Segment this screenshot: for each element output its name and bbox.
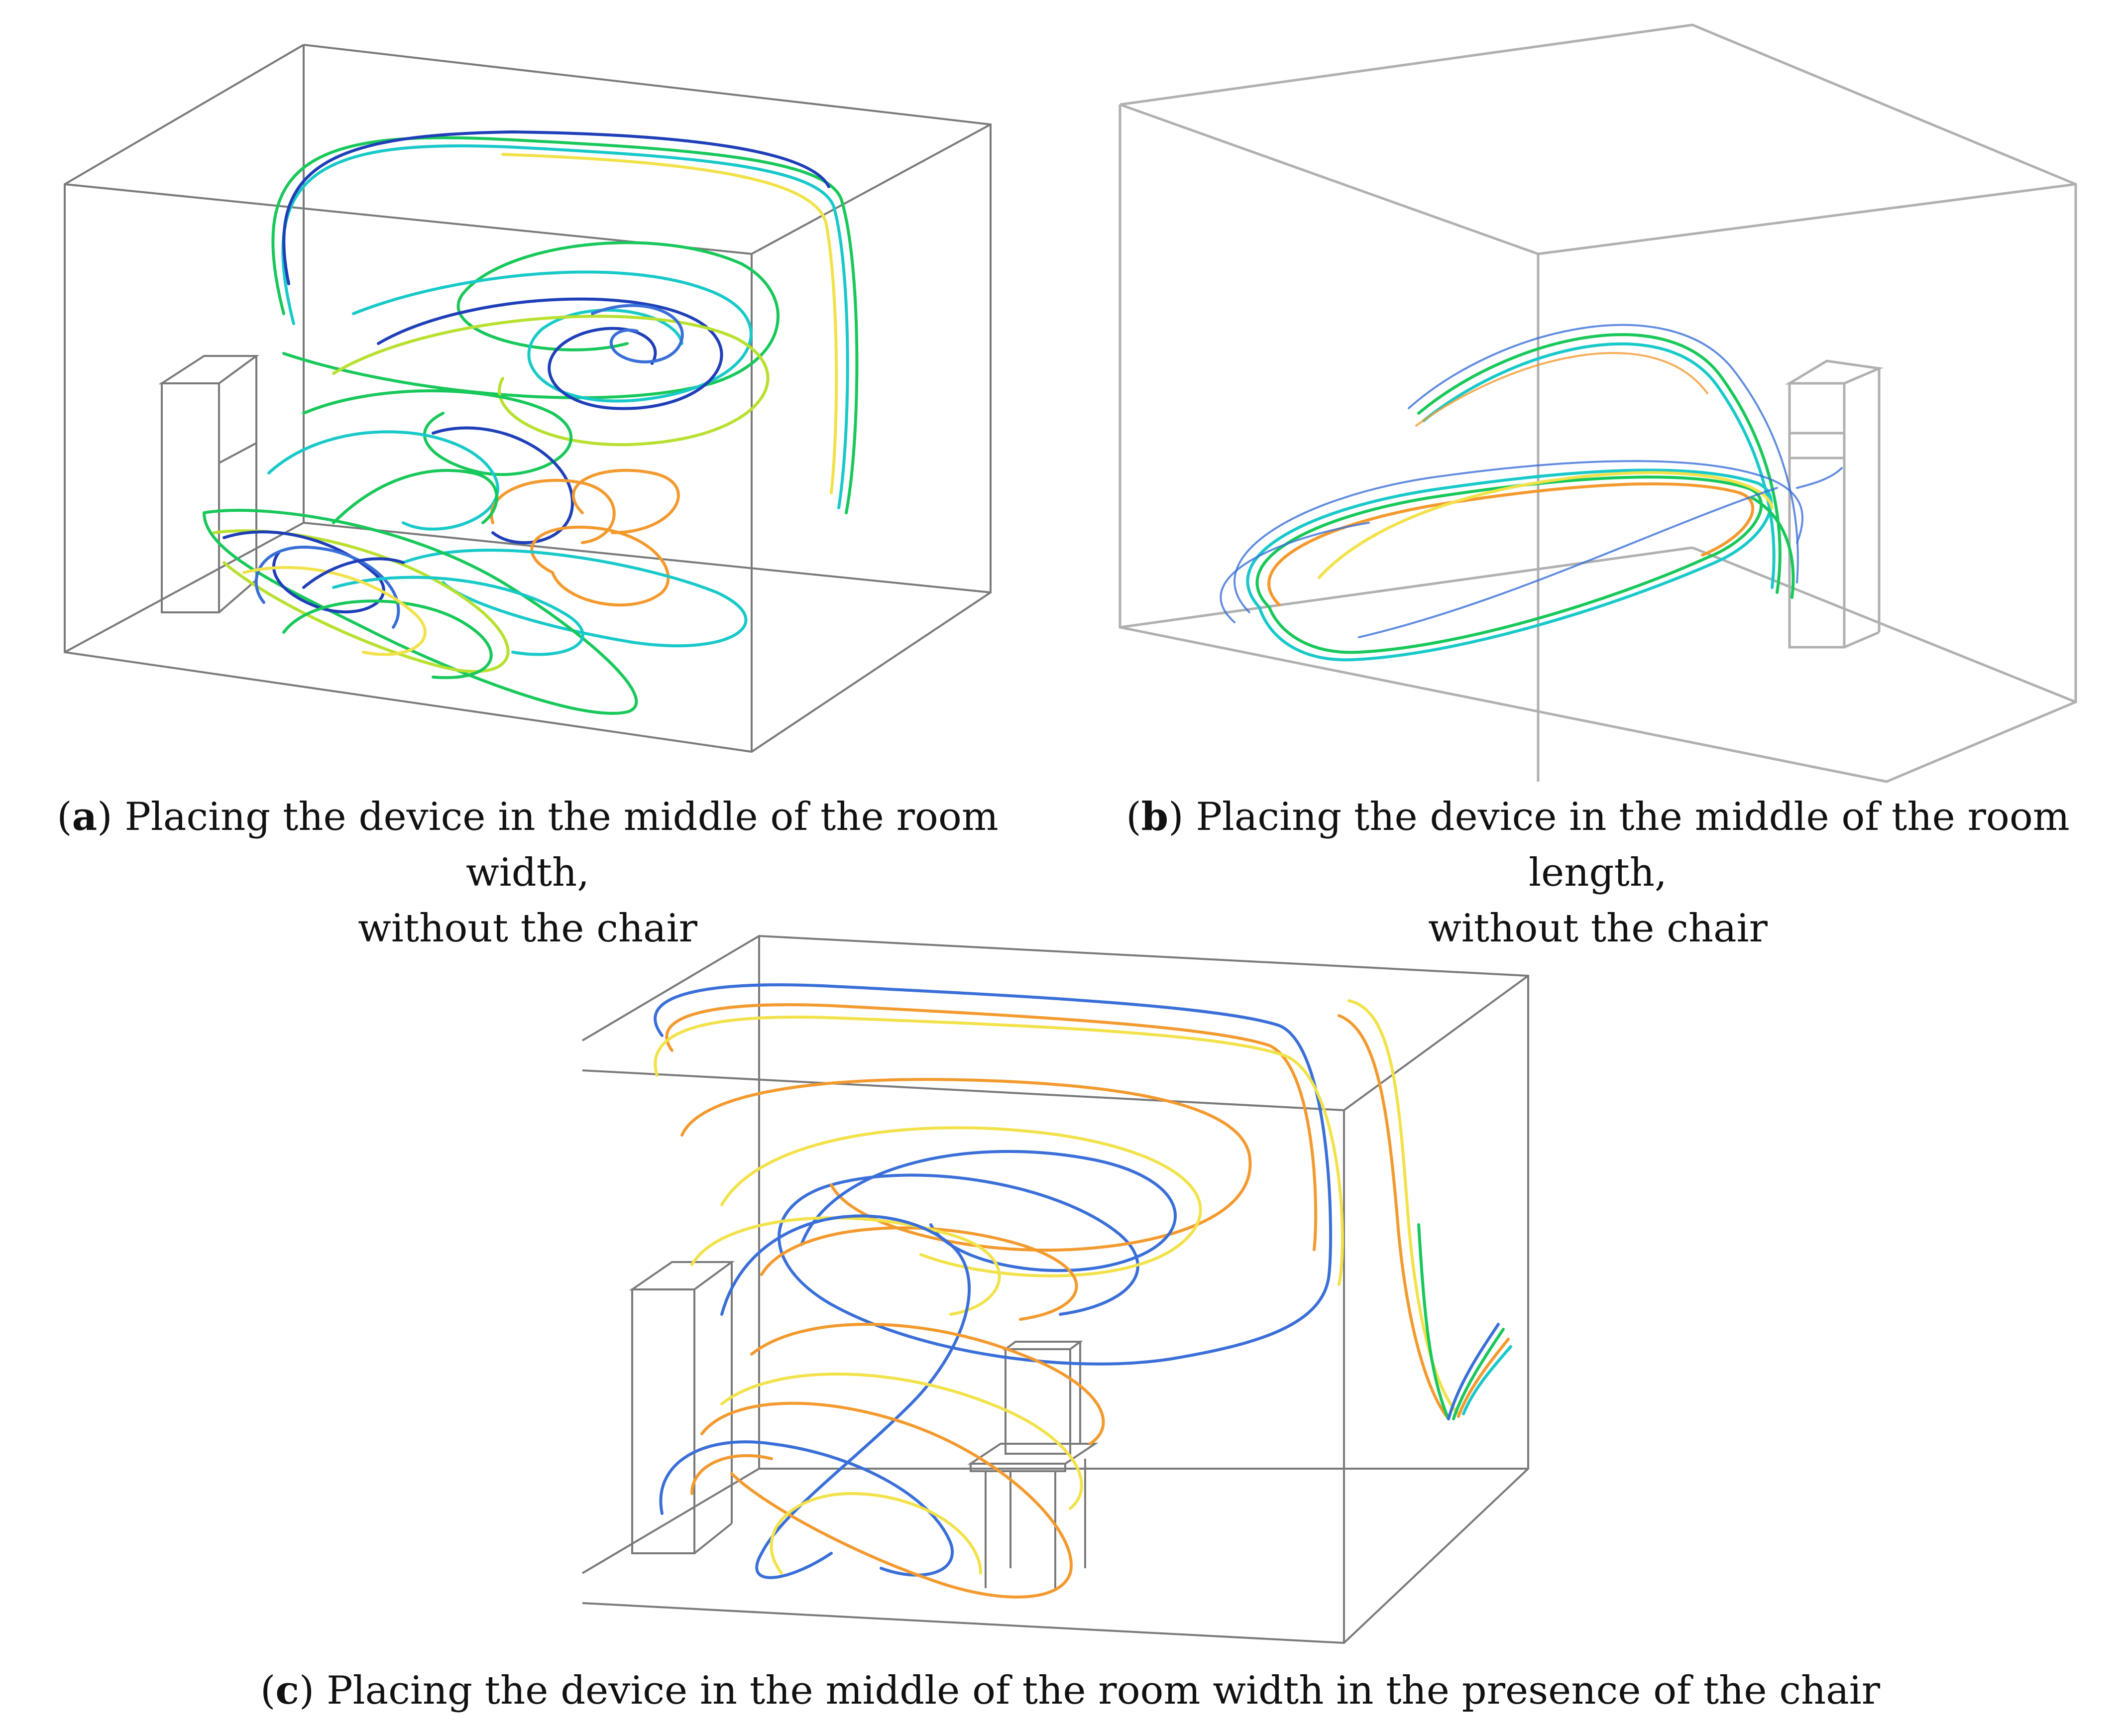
caption-b-line2: without the chair [1428,906,1768,951]
caption-c: (c) Placing the device in the middle of … [260,1668,1881,1713]
caption-b: (b) Placing the device in the middle of … [1126,794,2070,951]
caption-a-line1: Placing the device in the middle of the … [124,795,999,895]
streamlines [1220,324,1843,662]
panel-c-streamline-diagram [581,934,1529,1644]
streamlines [203,130,859,715]
streamlines [654,983,1512,1599]
panel-b [1110,20,2086,797]
caption-b-line1: Placing the device in the middle of the … [1196,795,2070,895]
caption-b-label: b [1141,794,1169,839]
caption-c-line1: Placing the device in the middle of the … [327,1668,1881,1713]
device-unit [629,1261,735,1554]
panel-c [572,926,1568,1663]
panel-b-streamline-diagram [1118,23,2077,783]
panel-a [55,35,1001,782]
panel-a-streamline-diagram [64,44,992,753]
device-unit [158,355,260,613]
room-frame [64,44,992,753]
room-frame [1118,23,2077,783]
caption-a-line2: without the chair [358,906,697,951]
caption-c-label: c [275,1668,299,1713]
caption-a: (a) Placing the device in the middle of … [57,794,999,951]
room-frame [581,934,1529,1644]
chair [967,1341,1099,1588]
device-unit [1785,359,1884,649]
caption-a-label: a [72,794,98,839]
